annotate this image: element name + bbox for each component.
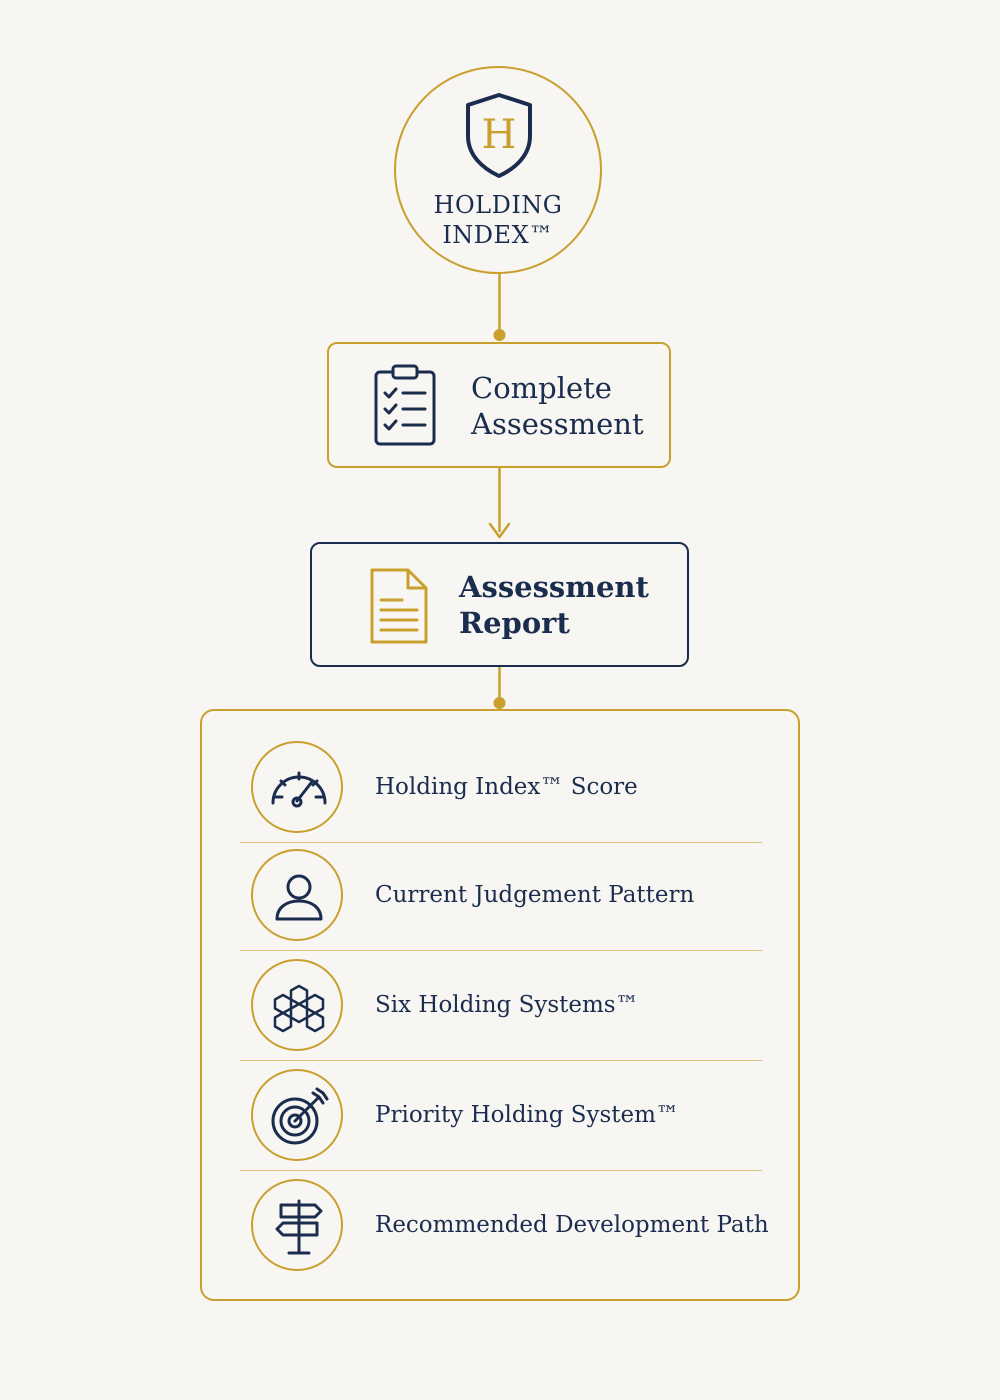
list-item: Six Holding Systems™ <box>240 951 762 1061</box>
icon-badge <box>251 1069 343 1161</box>
logo-monogram: H <box>482 112 517 158</box>
logo-text-line1: HOLDING <box>433 191 563 219</box>
icon-badge <box>251 959 343 1051</box>
title-line: Assessment <box>459 570 649 604</box>
icon-badge <box>251 1179 343 1271</box>
title-line: Report <box>459 606 570 640</box>
output-label: Current Judgement Pattern <box>375 882 695 908</box>
list-item: Priority Holding System™ <box>240 1061 762 1171</box>
output-label: Priority Holding System™ <box>375 1102 679 1128</box>
logo-text-line2: INDEX™ <box>442 221 554 249</box>
report-outputs-panel: Holding Index™ Score Current Judgement P… <box>200 709 800 1301</box>
document-icon <box>370 568 428 644</box>
complete-assessment-title: Complete Assessment <box>471 370 644 442</box>
output-label: Holding Index™ Score <box>375 774 638 800</box>
shield-icon: H <box>466 93 532 178</box>
signpost-icon <box>275 1199 323 1255</box>
list-item: Holding Index™ Score <box>240 733 762 843</box>
person-icon <box>275 874 323 921</box>
assessment-report-box: Assessment Report <box>310 542 689 667</box>
output-label: Six Holding Systems™ <box>375 992 639 1018</box>
title-line: Assessment <box>471 407 644 441</box>
clipboard-checklist-icon <box>374 364 436 446</box>
target-arrow-icon <box>271 1087 329 1145</box>
title-line: Complete <box>471 371 612 405</box>
output-label: Recommended Development Path <box>375 1212 769 1238</box>
list-item: Current Judgement Pattern <box>240 841 762 951</box>
arrow-down-icon <box>488 522 511 539</box>
connector-dot <box>493 329 506 341</box>
list-item: Recommended Development Path <box>240 1171 769 1281</box>
complete-assessment-box: Complete Assessment <box>327 342 671 468</box>
connector-dot <box>493 697 506 709</box>
holding-index-logo: H HOLDING INDEX™ <box>394 66 602 274</box>
hexagon-cluster-icon <box>273 984 325 1033</box>
icon-badge <box>251 741 343 833</box>
icon-badge <box>251 849 343 941</box>
assessment-report-title: Assessment Report <box>459 569 649 641</box>
speedometer-icon <box>271 771 327 808</box>
